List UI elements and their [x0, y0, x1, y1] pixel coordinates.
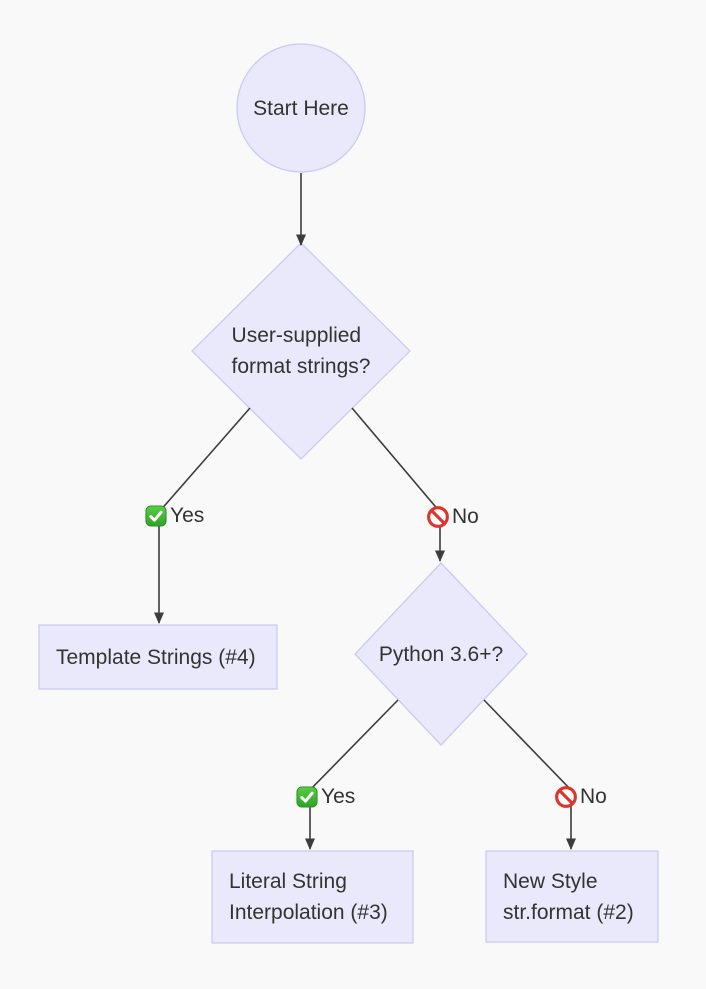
no-entry-icon: [427, 506, 449, 528]
new-style-format-node: [485, 850, 659, 943]
edge-label-text: Yes: [170, 504, 205, 527]
start-node: [236, 43, 366, 173]
edge-label-yes-2: Yes: [296, 785, 355, 809]
start-node-label: Start Here: [253, 96, 349, 120]
check-mark-icon: [296, 786, 318, 808]
edge-label-text: Yes: [321, 785, 356, 808]
no-entry-icon: [555, 786, 577, 808]
edge-label-text: No: [580, 785, 607, 808]
edge-label-no-1: No: [427, 505, 479, 529]
new-style-format-label: New Style str.format (#2): [503, 869, 634, 924]
decision-python36-node: [354, 562, 528, 746]
template-strings-node: [38, 624, 278, 690]
literal-interpolation-label: Literal String Interpolation (#3): [229, 870, 388, 924]
edge-label-text: No: [452, 505, 479, 528]
decision-python36-label: Python 3.6+?: [378, 642, 504, 666]
edge-label-no-2: No: [555, 785, 607, 809]
literal-interpolation-node: [211, 850, 414, 944]
edge-label-yes-1: Yes: [145, 504, 204, 528]
template-strings-label: Template Strings (#4): [56, 645, 256, 669]
decision-user-supplied-node: [191, 242, 411, 460]
check-mark-icon: [145, 505, 167, 527]
decision-user-supplied-label: User-supplied format strings?: [231, 324, 371, 378]
